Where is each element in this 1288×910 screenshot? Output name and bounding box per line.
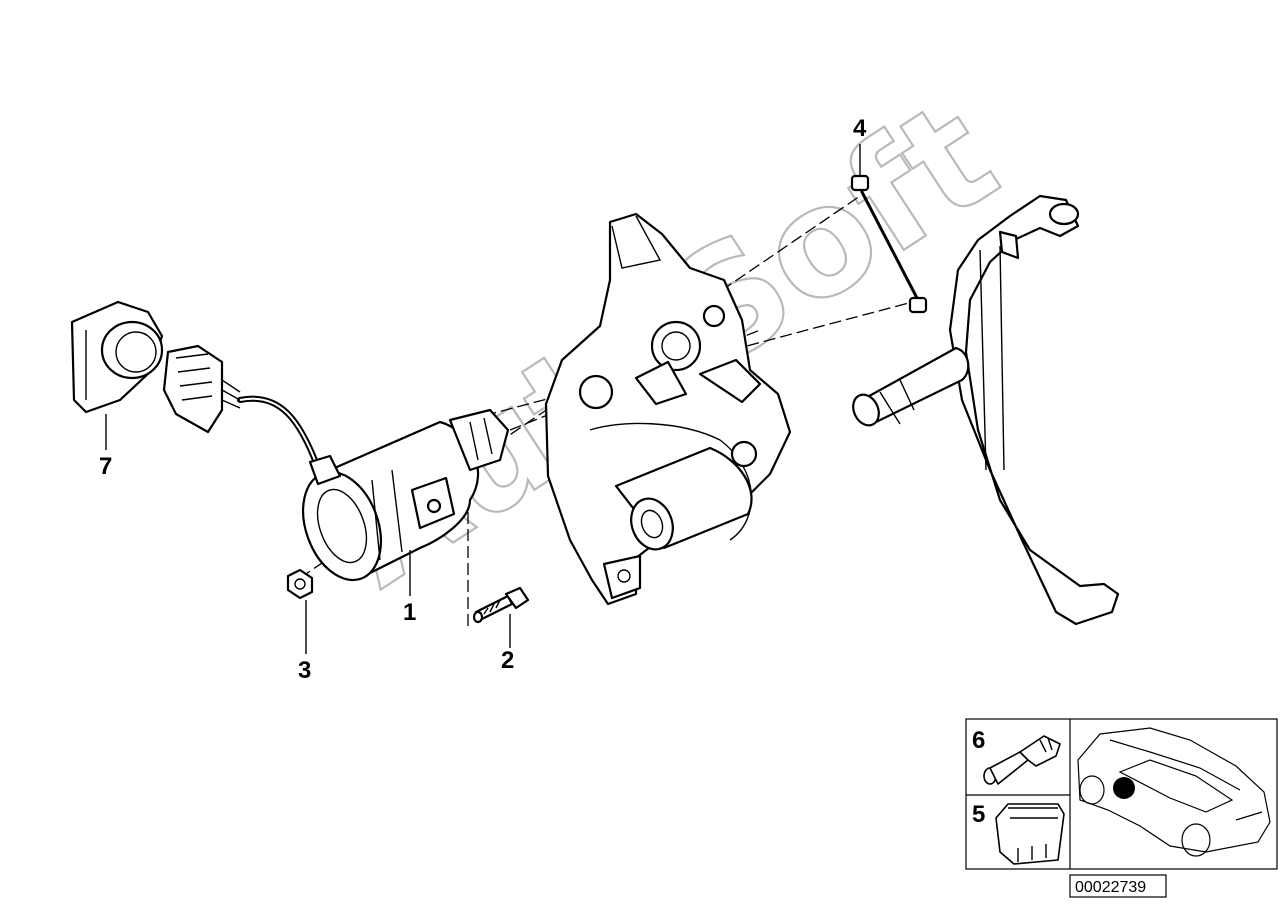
pedal-arm	[852, 194, 1120, 626]
link-rod-part	[850, 174, 928, 314]
location-marker	[1113, 777, 1135, 799]
pin-terminal-part	[983, 735, 1061, 785]
grommet-part	[70, 300, 164, 414]
wire-harness-inner	[239, 397, 319, 469]
connector-housing-part	[995, 803, 1065, 865]
bolt-part	[472, 586, 530, 624]
car-location-illustration	[1077, 727, 1271, 857]
pedal-bracket-housing	[544, 212, 792, 606]
actuator-motor	[302, 408, 510, 582]
connector-plug	[162, 344, 241, 434]
wire-harness	[237, 395, 321, 471]
inset-item-5-number: 5	[972, 801, 985, 828]
callout-4: 4	[853, 115, 867, 142]
nut-part	[286, 568, 314, 600]
inset-panel: 6 5	[965, 718, 1278, 870]
leader-lines	[105, 144, 861, 654]
diagram-number: 00022739	[1075, 879, 1146, 896]
inset-item-6-number: 6	[972, 727, 985, 754]
diagram-number-box: 00022739	[1069, 874, 1167, 898]
callout-3: 3	[298, 657, 311, 684]
callout-7: 7	[99, 453, 112, 480]
callout-1: 1	[403, 599, 416, 626]
callout-2: 2	[501, 647, 514, 674]
